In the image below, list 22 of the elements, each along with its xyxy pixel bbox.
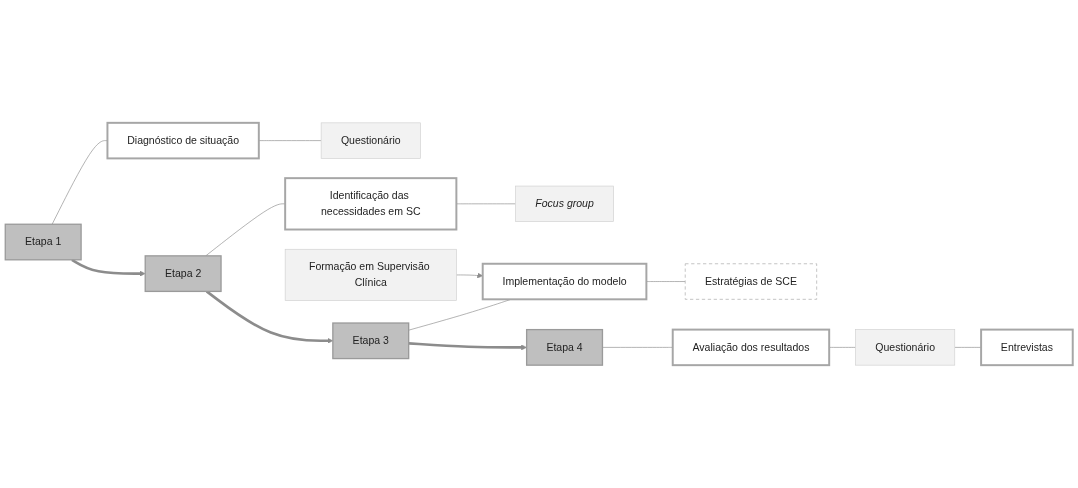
node-box: Questionário xyxy=(320,122,421,159)
node-box: Implementação do modelo xyxy=(481,262,648,301)
connector xyxy=(51,140,108,225)
node-box: Estratégias de SCE xyxy=(684,263,817,300)
arrow xyxy=(408,342,527,351)
node-box: Avaliação dos resultados xyxy=(671,328,831,367)
connector xyxy=(646,281,686,282)
node-box: Etapa 4 xyxy=(525,328,604,366)
node-box: Focus group xyxy=(515,185,614,222)
node-box: Formação em Supervisão Clínica xyxy=(284,248,457,301)
node-box: Questionário xyxy=(855,329,956,366)
connector xyxy=(456,203,516,205)
node-box: Etapa 3 xyxy=(332,322,410,360)
node-box: Etapa 1 xyxy=(4,223,82,261)
node-box: Entrevistas xyxy=(980,328,1074,367)
arrow xyxy=(71,258,146,277)
connector xyxy=(258,140,322,141)
node-box: Etapa 2 xyxy=(144,255,222,293)
connector xyxy=(205,203,286,257)
node-box: Identificação das necessidades em SC xyxy=(284,177,458,231)
node-box: Diagnóstico de situação xyxy=(106,121,260,160)
connector xyxy=(954,347,982,348)
